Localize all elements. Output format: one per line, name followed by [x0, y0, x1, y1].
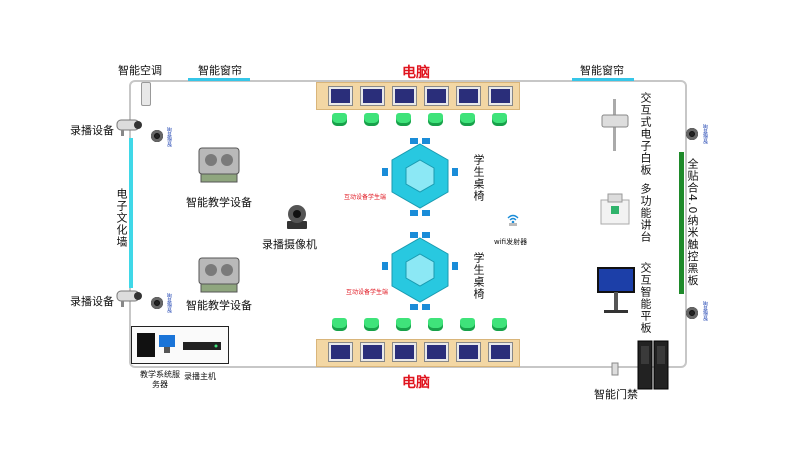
speaker-label: 智能音响: [167, 127, 173, 147]
touch-blackboard-label: 全贴合4.0纳米触控黑板: [686, 158, 699, 287]
interactive-student-top-label: 互动设备学生端: [344, 194, 387, 201]
student-table-group: [382, 138, 458, 216]
student-desk-bottom-label: 学生桌椅: [472, 252, 485, 300]
monitor-icon: [457, 343, 480, 361]
student-table-group: [382, 232, 458, 310]
podium-label: 多功能讲台: [639, 183, 652, 243]
whiteboard-icon: [601, 99, 629, 151]
monitor-icon: [329, 343, 352, 361]
curtain-right-bar: [572, 78, 634, 81]
speaker-icon: [686, 307, 698, 319]
interactive-student-bottom-label: 互动设备学生端: [346, 289, 389, 296]
smart-tablet-label: 交互智能平板: [639, 262, 652, 334]
teaching-equipment-icon: [198, 257, 240, 293]
monitor-icon: [393, 343, 416, 361]
computer-bottom-label: 电脑: [402, 375, 430, 391]
recorder-bottom-label: 录播设备: [70, 295, 114, 308]
student-desk-top-label: 学生桌椅: [472, 154, 485, 202]
ptz-camera-icon: [287, 205, 307, 229]
chair-icon: [364, 318, 379, 331]
teaching-equipment-bottom-label: 智能教学设备: [186, 299, 252, 312]
door-access-label: 智能门禁: [594, 388, 638, 401]
podium-icon: [600, 193, 630, 225]
speaker-label: 智能音响: [167, 293, 173, 313]
e-culture-wall-label: 电子文化墙: [115, 188, 128, 248]
server-label: 教学系统服务器: [140, 370, 180, 390]
computer-top-label: 电脑: [402, 65, 430, 81]
whiteboard-label: 交互式电子白板: [639, 92, 652, 176]
curtain-left-label: 智能窗帘: [198, 64, 242, 77]
smart-tablet-icon: [597, 267, 635, 313]
chair-icon: [396, 113, 411, 126]
card-reader-icon: [611, 362, 619, 376]
cctv-camera-icon: [116, 119, 142, 136]
cctv-camera-icon: [116, 290, 142, 307]
speaker-label: 智能音响: [703, 124, 709, 144]
chair-icon: [428, 113, 443, 126]
teaching-equipment-icon: [198, 147, 240, 183]
monitor-icon: [425, 343, 448, 361]
chair-icon: [332, 113, 347, 126]
chair-icon: [428, 318, 443, 331]
wifi-icon: [507, 214, 519, 226]
e-culture-wall-line: [129, 138, 133, 288]
chair-icon: [460, 113, 475, 126]
server-label-text: 教学系统服务器: [140, 370, 180, 389]
speaker-icon: [686, 128, 698, 140]
curtain-left-bar: [188, 78, 250, 81]
monitor-icon: [393, 87, 416, 105]
monitor-icon: [361, 87, 384, 105]
monitor-icon: [457, 87, 480, 105]
wifi-label: wifi发射器: [494, 238, 528, 246]
smart-ac-label: 智能空调: [118, 64, 162, 77]
speaker-label: 智能音响: [703, 301, 709, 321]
speaker-icon: [151, 297, 163, 309]
chair-icon: [332, 318, 347, 331]
recorder-top-label: 录播设备: [70, 124, 114, 137]
server-icon: [137, 333, 175, 357]
curtain-right-label: 智能窗帘: [580, 64, 624, 77]
speaker-icon: [151, 130, 163, 142]
monitor-icon: [425, 87, 448, 105]
monitor-icon: [489, 343, 512, 361]
touch-blackboard-bar: [679, 152, 684, 294]
monitor-icon: [489, 87, 512, 105]
door-access-icon: [637, 340, 669, 390]
rec-host-icon: [183, 342, 221, 350]
monitor-icon: [329, 87, 352, 105]
monitor-icon: [361, 343, 384, 361]
chair-icon: [460, 318, 475, 331]
rec-camera-label: 录播摄像机: [262, 238, 317, 251]
air-conditioner-icon: [141, 82, 151, 106]
chair-icon: [492, 113, 507, 126]
chair-icon: [396, 318, 411, 331]
rec-host-label: 录播主机: [184, 372, 216, 381]
chair-icon: [364, 113, 379, 126]
chair-icon: [492, 318, 507, 331]
teaching-equipment-top-label: 智能教学设备: [186, 196, 252, 209]
